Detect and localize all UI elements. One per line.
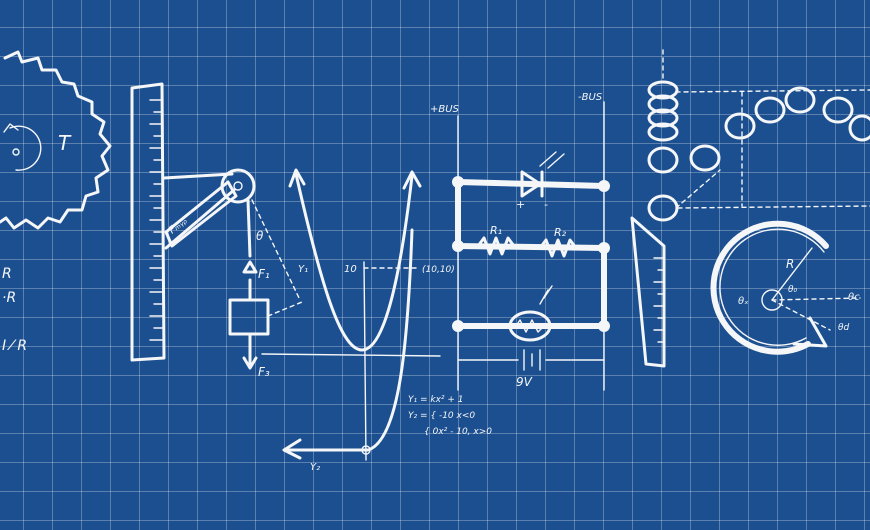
graph-drawing: Y₁ 10 (10,10) Y₂ Y₁ = kx² + 1 Y₂ = { -10… xyxy=(261,168,492,473)
graph-point: (10,10) xyxy=(422,265,455,275)
gear-drawing: T R ·R I ⁄ R xyxy=(0,50,112,354)
left-text-line1: R xyxy=(2,266,12,282)
theta-x-label: θₓ xyxy=(738,296,749,307)
force-f1: F₁ xyxy=(258,267,270,281)
radius-label: R xyxy=(786,257,794,271)
wedge-ruler-drawing xyxy=(630,216,666,368)
pulley-forces: θ F₁ F₃ xyxy=(228,198,303,379)
resistor-r2: R₂ xyxy=(554,226,567,239)
bus-minus-label: -BUS xyxy=(578,92,603,103)
theta-d-label: θd xyxy=(838,323,850,333)
left-text-line2: ·R xyxy=(2,290,16,306)
force-f3: F₃ xyxy=(258,365,270,379)
left-text-line3: I ⁄ R xyxy=(2,338,27,354)
diode-minus: - xyxy=(544,198,548,211)
graph-eq1: Y₁ = kx² + 1 xyxy=(408,395,464,405)
graph-ten: 10 xyxy=(344,264,357,275)
graph-y1: Y₁ xyxy=(298,264,308,275)
theta-o-label: θ₀ xyxy=(788,285,798,295)
diode-plus: + xyxy=(516,198,525,211)
spring-chain-drawing xyxy=(647,49,870,222)
battery-label: 9V xyxy=(516,375,533,389)
circuit-drawing: +BUS -BUS + - R₁ R₂ 9V xyxy=(430,92,610,391)
theta-label: θ xyxy=(256,229,264,243)
graph-eq2a: Y₂ = { -10 x<0 xyxy=(408,411,475,421)
bus-plus-label: +BUS xyxy=(430,104,460,115)
resistor-r1: R₁ xyxy=(490,224,502,237)
graph-y2: Y₂ xyxy=(310,462,320,473)
rotation-circle-drawing: R θₓ θ₀ θc θd xyxy=(710,220,861,355)
graph-eq2b: { 0x² - 10, x>0 xyxy=(424,427,492,437)
gear-label: T xyxy=(58,131,72,155)
theta-c-label: θc xyxy=(848,292,860,303)
ruler-drawing: Fₘᵧᵨ xyxy=(130,82,256,362)
